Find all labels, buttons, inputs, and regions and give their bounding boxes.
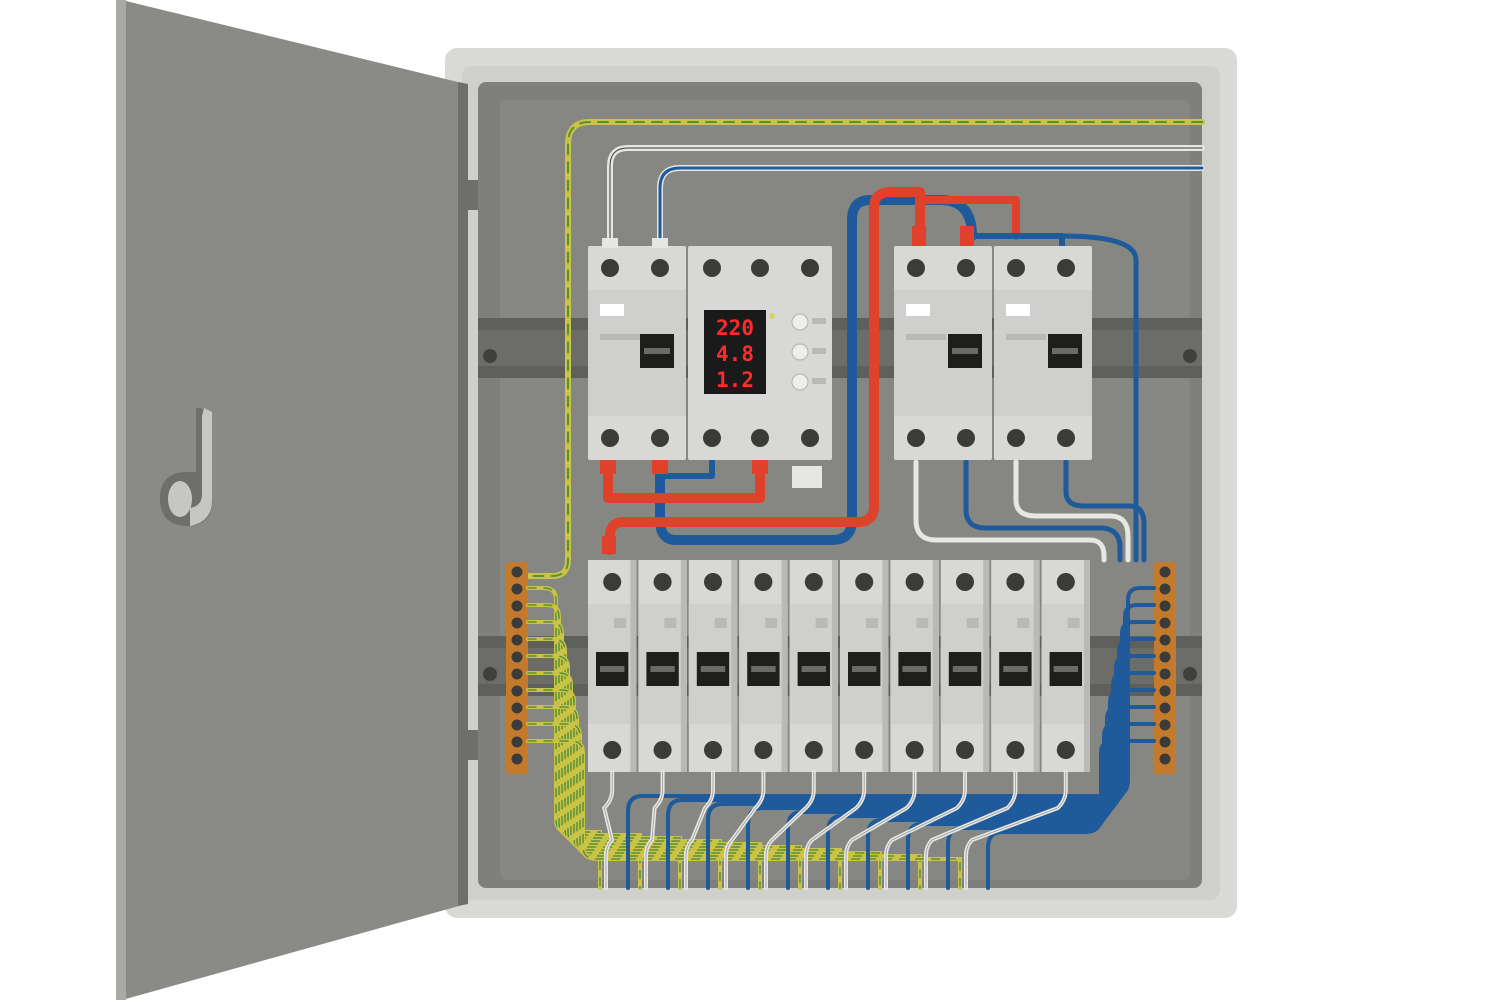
incoming-wires [523, 119, 1205, 579]
branch-breaker-row [588, 560, 1090, 772]
meter-display [704, 310, 766, 394]
branch-breaker-9[interactable] [991, 560, 1040, 772]
door-hinge-top [466, 180, 478, 210]
branch-breaker-10[interactable] [1041, 560, 1090, 772]
meter-button-3[interactable] [791, 373, 809, 391]
neutral-wires [626, 586, 1156, 890]
voltmeter-ammeter-module: 220 4.8 1.2 [688, 246, 832, 460]
meter-button-1[interactable] [791, 313, 809, 331]
din-rail-top [478, 318, 1202, 378]
distribution-wires [603, 187, 1147, 563]
branch-breaker-7[interactable] [890, 560, 939, 772]
rcd-breaker-2[interactable] [994, 246, 1092, 460]
top-input-terminals [600, 226, 974, 554]
branch-breaker-5[interactable] [789, 560, 838, 772]
meter-button-2[interactable] [791, 343, 809, 361]
rcd-breaker-1[interactable] [894, 246, 992, 460]
main-breaker[interactable] [588, 246, 686, 460]
meter-indicator-led [769, 313, 775, 319]
branch-breaker-2[interactable] [638, 560, 687, 772]
door-handle[interactable] [160, 408, 212, 526]
meter-power: 1.2 [716, 368, 754, 392]
door-hinge-bottom [466, 730, 478, 760]
neutral-terminal-bar [1154, 562, 1176, 774]
outgoing-wires [601, 770, 1068, 890]
branch-breaker-1[interactable] [588, 560, 637, 772]
branch-breaker-8[interactable] [940, 560, 990, 772]
earth-terminal-bar [506, 562, 528, 774]
meter-voltage: 220 [716, 316, 754, 340]
branch-breaker-3[interactable] [688, 560, 738, 772]
meter-current: 4.8 [716, 342, 754, 366]
branch-breaker-4[interactable] [739, 560, 788, 772]
cabinet-door[interactable] [116, 0, 478, 1000]
earth-wires [526, 586, 962, 890]
branch-breaker-6[interactable] [840, 560, 889, 772]
